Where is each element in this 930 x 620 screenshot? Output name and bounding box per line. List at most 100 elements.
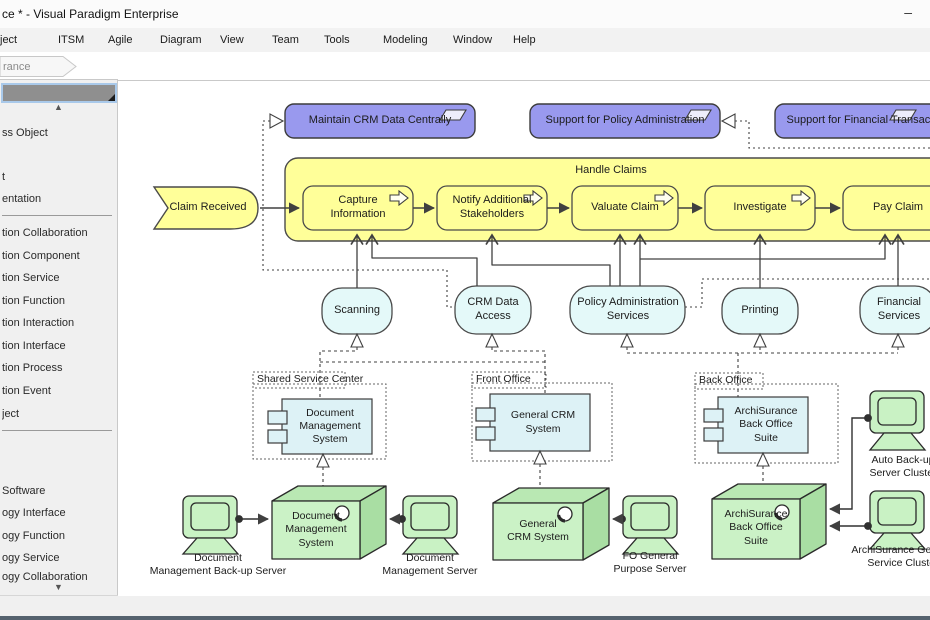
menu-diagram[interactable]: Diagram	[160, 34, 202, 46]
palette-item[interactable]	[2, 462, 115, 476]
palette-item-application-interface[interactable]: tion Interface	[2, 340, 66, 352]
palette-item-application-collaboration[interactable]: tion Collaboration	[2, 227, 88, 239]
palette-item-representation[interactable]: entation	[2, 193, 42, 205]
palette-item[interactable]: t	[2, 171, 6, 183]
window-title: ce * - Visual Paradigm Enterprise	[2, 7, 179, 21]
menu-modeling[interactable]: Modeling	[383, 34, 428, 46]
service-printing-label[interactable]: Printing	[741, 304, 779, 317]
system-software-icon-arc	[333, 513, 343, 522]
palette-item-business-object[interactable]: ss Object	[2, 127, 48, 139]
process-investigate-label[interactable]: Investigate	[733, 201, 787, 214]
interaction-icon	[684, 109, 712, 121]
component-general-crm-system-label[interactable]: General CRM System	[510, 409, 576, 435]
menu-view[interactable]: View	[220, 34, 244, 46]
diagram-canvas[interactable]: Maintain CRM Data Centrally Support for …	[118, 80, 930, 596]
application-financial-transactions-shape[interactable]	[774, 103, 930, 139]
serving-connectors	[350, 233, 905, 288]
process-icon	[654, 189, 674, 207]
service-policy-admin-services-label[interactable]: Policy Administration Services	[577, 296, 679, 322]
realization-connectors-to-components	[316, 449, 770, 493]
node-archisurance-back-office-suite-label[interactable]: ArchiSurance Back Office Suite	[724, 508, 788, 547]
palette-item-application-function[interactable]: tion Function	[2, 295, 65, 307]
menu-bar: ject ITSM Agile Diagram View Team Tools …	[0, 28, 930, 52]
node-archisurance-back-office-suite-shape[interactable]	[711, 483, 827, 560]
minimize-button[interactable]: –	[904, 4, 912, 20]
component-port-icon	[703, 427, 724, 442]
diagram-palette: ▲ ss Object t entation tion Collaboratio…	[0, 79, 118, 596]
process-icons	[389, 189, 811, 207]
component-general-crm-system-shape[interactable]	[475, 393, 591, 452]
palette-item-data-object[interactable]: ject	[2, 408, 20, 420]
palette-item-application-process[interactable]: tion Process	[2, 362, 63, 374]
node-general-crm-system-label[interactable]: General CRM System	[507, 517, 569, 543]
palette-item-technology-service[interactable]: ogy Service	[2, 552, 60, 564]
component-port-icon	[475, 407, 496, 422]
menu-help[interactable]: Help	[513, 34, 536, 46]
group-shared-service-center-label[interactable]: Shared Service Center	[257, 373, 364, 386]
status-bar	[0, 595, 930, 617]
palette-item-technology-collaboration[interactable]: ogy Collaboration	[2, 571, 88, 583]
device-document-management-server-label[interactable]: Document Management Server	[382, 551, 478, 577]
application-financial-transactions-label[interactable]: Support for Financial Transactions	[786, 114, 930, 127]
node-document-management-system-label[interactable]: Document Management System	[285, 510, 347, 549]
device-document-management-backup-server-label[interactable]: Document Management Back-up Server	[149, 551, 287, 577]
event-claim-received-label[interactable]: Claim Received	[169, 201, 247, 214]
palette-item-application-event[interactable]: tion Event	[2, 385, 51, 397]
process-pay-claim-label[interactable]: Pay Claim	[872, 201, 924, 214]
service-financial-services-label[interactable]: Financial Services	[876, 296, 922, 322]
application-maintain-crm-label[interactable]: Maintain CRM Data Centrally	[308, 114, 452, 127]
palette-item-application-component[interactable]: tion Component	[2, 250, 80, 262]
device-archisurance-general-service-cluster-shape[interactable]	[868, 490, 927, 550]
component-archisurance-back-office-suite-label[interactable]: ArchiSurance Back Office Suite	[734, 405, 798, 444]
menu-window[interactable]: Window	[453, 34, 493, 46]
menu-project[interactable]: ject	[0, 34, 18, 46]
palette-item-technology-function[interactable]: ogy Function	[2, 530, 65, 542]
group-back-office-label-box	[694, 372, 764, 390]
application-policy-admin-label[interactable]: Support for Policy Administration	[545, 114, 705, 127]
process-valuate-claim-label[interactable]: Valuate Claim	[591, 201, 659, 214]
group-front-office-label[interactable]: Front Office	[476, 373, 531, 386]
palette-item-technology-interface[interactable]: ogy Interface	[2, 507, 66, 519]
device-fo-general-purpose-server-label[interactable]: FO General Purpose Server	[613, 549, 687, 575]
application-policy-admin-shape[interactable]	[529, 103, 721, 139]
application-maintain-crm-shape[interactable]	[284, 103, 476, 139]
component-port-icon	[703, 408, 724, 423]
palette-scroll-up-icon[interactable]: ▲	[54, 102, 63, 112]
palette-item-application-service[interactable]: tion Service	[2, 272, 60, 284]
component-port-icon	[267, 410, 288, 425]
component-archisurance-back-office-suite-shape[interactable]	[703, 396, 809, 454]
service-crm-data-access-label[interactable]: CRM Data Access	[467, 296, 519, 322]
device-document-management-server-shape[interactable]	[401, 495, 460, 555]
palette-item-application-interaction[interactable]: tion Interaction	[2, 317, 75, 329]
menu-team[interactable]: Team	[272, 34, 299, 46]
device-auto-backup-server-cluster-shape[interactable]	[868, 390, 927, 451]
group-back-office-label[interactable]: Back Office	[699, 374, 753, 387]
breadcrumb[interactable]: rance	[0, 55, 90, 78]
process-capture-information-label[interactable]: Capture Information	[330, 194, 386, 220]
component-document-management-system-label[interactable]: Document Management System	[299, 406, 361, 446]
palette-item-system-software[interactable]: Software	[2, 485, 46, 497]
service-crm-data-access-shape[interactable]	[454, 285, 532, 335]
menu-agile[interactable]: Agile	[108, 34, 133, 46]
menu-itsm[interactable]: ITSM	[58, 34, 85, 46]
palette-item[interactable]	[2, 440, 115, 454]
menu-tools[interactable]: Tools	[324, 34, 350, 46]
interaction-icon	[439, 109, 467, 121]
node-document-management-system-shape[interactable]	[271, 485, 387, 560]
device-fo-general-purpose-server-shape[interactable]	[621, 495, 680, 555]
palette-scroll-down-icon[interactable]: ▼	[54, 582, 63, 592]
device-document-management-backup-server-shape[interactable]	[181, 495, 240, 555]
device-auto-backup-server-cluster-label[interactable]: Auto Back-up Server Cluster	[869, 453, 930, 479]
palette-item[interactable]	[2, 149, 115, 163]
event-claim-received-shape[interactable]	[152, 186, 259, 230]
component-document-management-system-shape[interactable]	[267, 398, 373, 455]
device-archisurance-general-service-cluster-label[interactable]: ArchiSurance General Service Cluster	[851, 543, 930, 569]
breadcrumb-label: rance	[3, 61, 31, 73]
process-group-handle-claims-label[interactable]: Handle Claims	[575, 164, 647, 177]
service-scanning-label[interactable]: Scanning	[334, 304, 380, 317]
node-general-crm-system-shape[interactable]	[492, 487, 610, 561]
process-notify-stakeholders-label[interactable]: Notify Additional Stakeholders	[452, 194, 532, 220]
palette-selected-tool[interactable]	[1, 83, 117, 103]
process-pay-claim-shape[interactable]	[842, 185, 930, 231]
